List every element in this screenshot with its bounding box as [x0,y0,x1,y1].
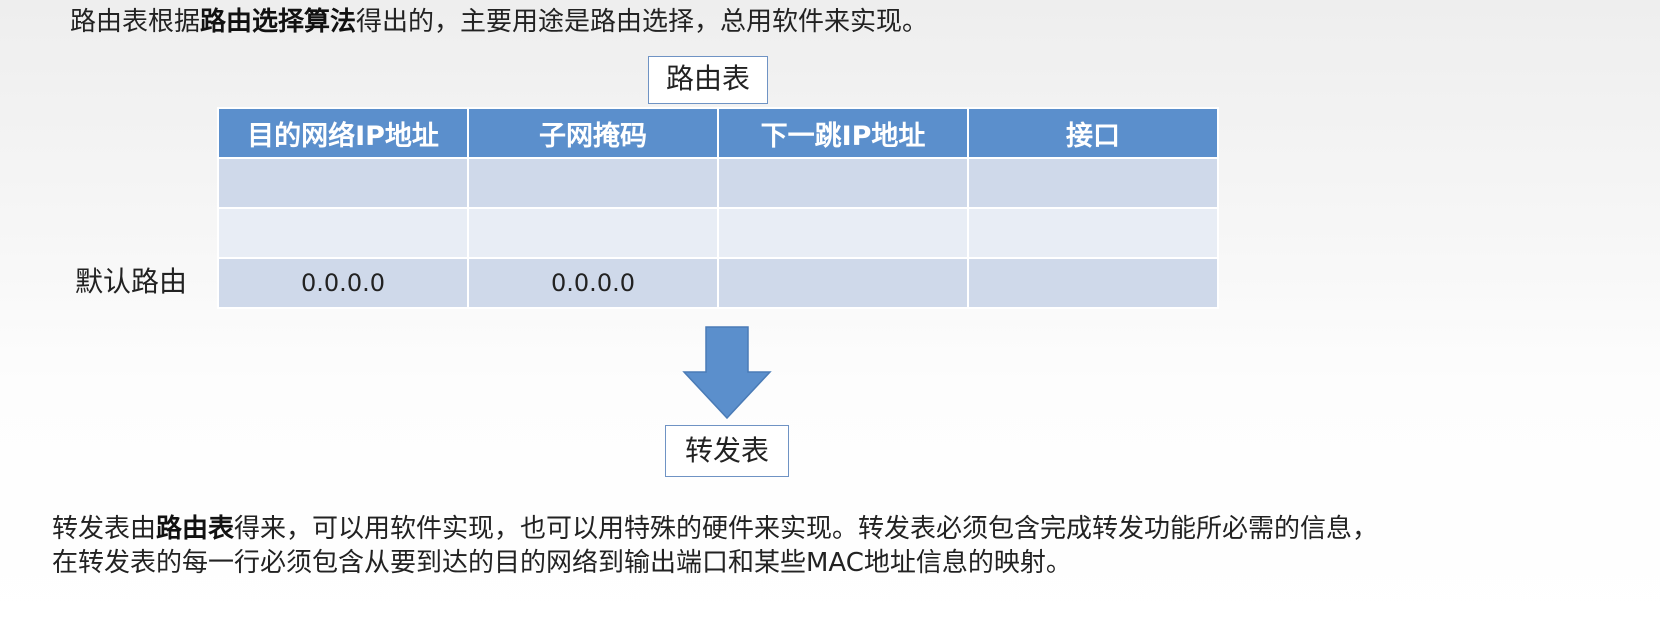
default-route-label: 默认路由 [75,265,188,298]
outro-prefix: 转发表由 [52,514,157,544]
table-cell [467,207,719,259]
forwarding-table-title: 转发表 [665,425,789,477]
intro-prefix: 路由表根据 [70,7,201,37]
default-route-destination: 0.0.0.0 [217,257,469,309]
table-cell [217,157,469,209]
intro-bold-term: 路由选择算法 [200,7,357,37]
table-cell [217,207,469,259]
outro-suffix: 得来，可以用软件实现，也可以用特殊的硬件来实现。转发表必须包含完成转发功能所必需… [52,514,1379,578]
table-cell [717,207,969,259]
default-route-interface [967,257,1219,309]
header-interface: 接口 [967,107,1219,159]
table-cell [467,157,719,209]
table-row [217,157,1219,209]
default-route-mask: 0.0.0.0 [467,257,719,309]
routing-table: 目的网络IP地址 子网掩码 下一跳IP地址 接口 0.0.0.0 0.0.0.0 [217,107,1219,309]
default-route-next-hop [717,257,969,309]
outro-paragraph: 转发表由路由表得来，可以用软件实现，也可以用特殊的硬件来实现。转发表必须包含完成… [52,512,1392,580]
table-cell [967,207,1219,259]
intro-paragraph: 路由表根据路由选择算法得出的，主要用途是路由选择，总用软件来实现。 [70,2,928,42]
header-next-hop-ip: 下一跳IP地址 [717,107,969,159]
default-route-row: 0.0.0.0 0.0.0.0 [217,257,1219,309]
header-subnet-mask: 子网掩码 [467,107,719,159]
routing-table-title: 路由表 [648,56,768,104]
routing-table-header-row: 目的网络IP地址 子网掩码 下一跳IP地址 接口 [217,107,1219,159]
header-destination-ip: 目的网络IP地址 [217,107,469,159]
down-arrow-icon [682,326,772,420]
table-cell [717,157,969,209]
table-row [217,207,1219,259]
intro-suffix: 得出的，主要用途是路由选择，总用软件来实现。 [356,7,929,37]
table-cell [967,157,1219,209]
outro-bold-term: 路由表 [156,514,235,544]
